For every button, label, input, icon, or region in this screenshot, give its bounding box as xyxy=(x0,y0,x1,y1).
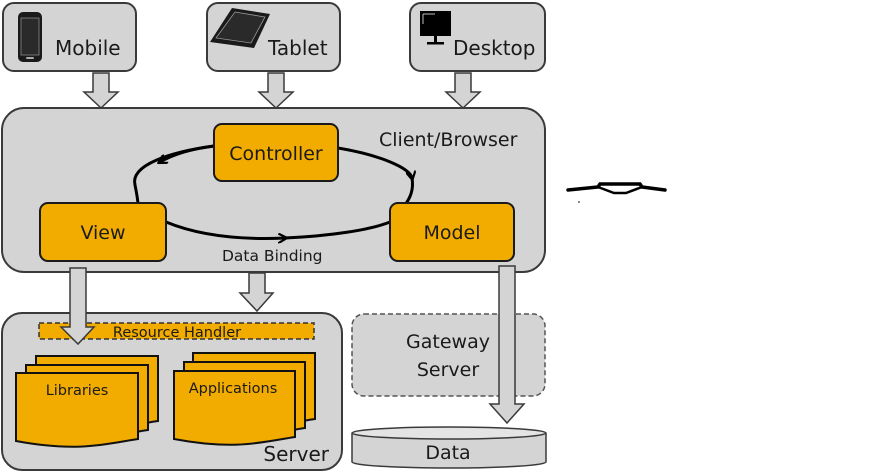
device-label-desktop: Desktop xyxy=(453,36,535,60)
arrow-controller-to-model xyxy=(337,146,412,178)
gateway-label-line1: Gateway xyxy=(406,331,490,353)
device-label-mobile: Mobile xyxy=(55,36,121,60)
arrow-tablet-to-client xyxy=(257,72,295,110)
model-component: Model xyxy=(389,202,515,262)
arrow-desktop-to-client xyxy=(444,72,482,110)
gateway-server-box: Gateway Server xyxy=(351,313,546,397)
device-tablet-box: Tablet xyxy=(206,2,341,72)
resource-handler: Resource Handler xyxy=(38,322,315,341)
device-desktop-box: Desktop xyxy=(409,2,546,72)
data-label: Data xyxy=(425,442,470,464)
arrow-mobile-to-client xyxy=(82,72,120,110)
applications-stack: Applications xyxy=(173,352,316,446)
applications-label: Applications xyxy=(189,381,278,397)
data-binding-label: Data Binding xyxy=(222,247,323,265)
controller-component: Controller xyxy=(213,123,339,182)
smartphone-icon xyxy=(18,12,42,62)
arrow-view-to-model-binding xyxy=(165,220,285,238)
data-store: Data xyxy=(351,426,547,469)
resource-handler-label: Resource Handler xyxy=(113,325,241,341)
client-browser-title: Client/Browser xyxy=(379,129,518,151)
server-title: Server xyxy=(263,442,329,466)
libraries-label: Libraries xyxy=(46,383,109,399)
desktop-monitor-icon xyxy=(420,11,451,45)
arrow-model-to-data xyxy=(488,265,526,425)
device-mobile-box: Mobile xyxy=(2,2,137,72)
view-component: View xyxy=(39,202,167,262)
stray-arrow-mark xyxy=(566,182,667,203)
device-label-tablet: Tablet xyxy=(267,36,328,60)
arrow-view-to-libraries xyxy=(59,267,96,346)
arrow-client-to-server xyxy=(238,272,275,313)
tablet-icon xyxy=(210,8,270,48)
model-label: Model xyxy=(423,222,480,244)
gateway-label-line2: Server xyxy=(417,359,479,381)
libraries-stack: Libraries xyxy=(15,355,159,448)
view-label: View xyxy=(80,222,125,244)
controller-label: Controller xyxy=(229,143,323,165)
